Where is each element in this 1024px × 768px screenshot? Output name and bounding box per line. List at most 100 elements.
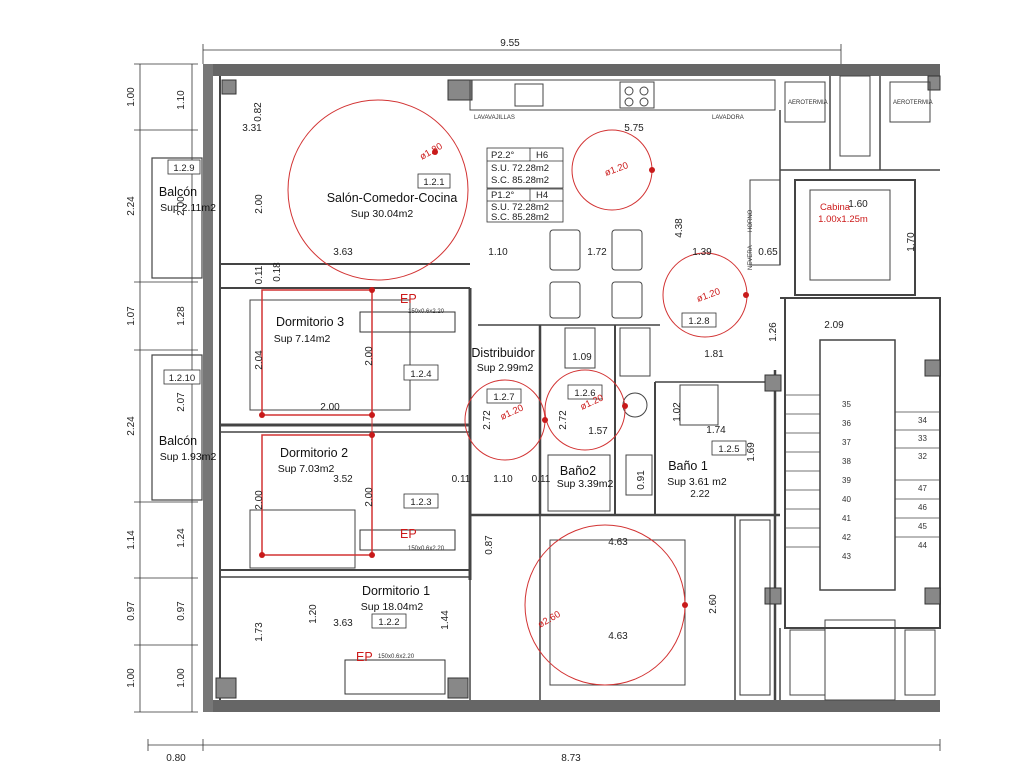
dim-left-inner-5: 0.97 (176, 601, 187, 621)
stair-43: 43 (842, 552, 851, 561)
dim-0-11: 0.11 (452, 474, 471, 485)
info-box: P2.2° H6 S.U. 72.28m2 S.C. 85.28m2 P1.2°… (486, 147, 564, 223)
stair-41: 41 (842, 514, 851, 523)
dim-139: 1.39 (692, 247, 712, 258)
stair-47: 47 (918, 484, 927, 493)
dim-209: 2.09 (824, 320, 844, 331)
stair-44: 44 (918, 541, 927, 550)
stair-35: 35 (842, 400, 851, 409)
dim-109: 1.09 (572, 352, 592, 363)
dim-200a: 2.00 (254, 194, 265, 214)
label-aerotermia-1: AEROTERMIA (788, 100, 828, 106)
room-dorm1-name: Dormitorio 1 (362, 584, 430, 598)
room-dorm2-area: Sup 7.03m2 (278, 463, 335, 475)
dim-bottom-left: 0.80 (166, 753, 186, 764)
stair-45: 45 (918, 522, 927, 531)
room-dorm3-name: Dormitorio 3 (276, 315, 344, 329)
room-dorm3-code: 1.2.4 (410, 369, 431, 380)
room-bano2-code: 1.2.6 (574, 388, 595, 399)
stair-42: 42 (842, 533, 851, 542)
dim-172: 1.72 (587, 247, 607, 258)
dim-463a: 4.63 (608, 537, 628, 548)
info-p22: P2.2° (491, 150, 515, 161)
room-dorm1-code: 1.2.2 (378, 617, 399, 628)
dim-left-outer: 1.00 2.24 1.07 2.24 1.14 0.97 1.00 (126, 87, 137, 688)
ep-label-2: EP (400, 527, 417, 541)
room-bano1-area: Sup 3.61 m2 (667, 476, 727, 488)
stair-46: 46 (918, 503, 927, 512)
stair-34: 34 (918, 416, 927, 425)
wardrobe-hatch (344, 311, 771, 696)
room-balcon2-area: Sup 1.93m2 (160, 451, 217, 463)
cabina-line1: Cabina (820, 202, 851, 213)
dim-top-width: 9.55 (500, 38, 520, 49)
cabina-line2: 1.00x1.25m (818, 214, 868, 225)
room-bano1-name: Baño 1 (668, 459, 708, 473)
red-dots (259, 149, 749, 608)
dim-left-outer-2: 1.07 (126, 306, 137, 326)
dim-091: 0.91 (636, 470, 647, 490)
info-su1: S.U. 72.28m2 (491, 163, 549, 174)
room-salon-code: 1.2.1 (423, 177, 444, 188)
stair-40: 40 (842, 495, 851, 504)
room-distribuidor-name: Distribuidor (471, 346, 534, 360)
cabina-dim-h: 1.70 (906, 232, 917, 252)
dim-200b: 2.00 (364, 346, 375, 366)
stair-39: 39 (842, 476, 851, 485)
stair-numbers: 35 36 37 38 39 40 41 42 43 34 33 32 47 4… (785, 394, 940, 561)
ep-spec-3: 150x0.6x2.20 (378, 654, 415, 660)
dim-065: 0.65 (758, 247, 778, 258)
ep-spec-2: 150x0.6x2.20 (408, 546, 445, 552)
dim-left-inner-2: 1.28 (176, 306, 187, 326)
dim-575: 5.75 (624, 123, 644, 134)
dim-352: 3.52 (333, 474, 353, 485)
info-h4: H4 (536, 190, 548, 201)
dim-left-outer-0: 1.00 (126, 87, 137, 107)
dim-0-11b: 0.11 (532, 474, 551, 485)
dim-102: 1.02 (672, 402, 683, 422)
dim-120: 1.20 (308, 604, 319, 624)
dim-331: 3.31 (242, 123, 262, 134)
info-su2: S.U. 72.28m2 (491, 202, 549, 213)
dim-left-outer-5: 0.97 (126, 601, 137, 621)
dim-011: 0.11 (254, 265, 265, 284)
info-h6: H6 (536, 150, 548, 161)
room-balcon2-name: Balcón (159, 434, 197, 448)
dim-left-inner: 1.10 2.00 1.28 2.07 1.24 0.97 1.00 (176, 90, 187, 688)
room-salon-name: Salón-Comedor-Cocina (327, 191, 458, 205)
dim-200d: 2.00 (254, 490, 265, 510)
cabina-dim-w: 1.60 (848, 199, 868, 210)
label-horno: HORNO (748, 209, 754, 232)
ep-label-1: EP (400, 292, 417, 306)
dim-169: 1.69 (746, 442, 757, 462)
dim-363: 3.63 (333, 247, 353, 258)
label-nevera: NEVERA (748, 245, 754, 270)
dim-left-outer-6: 1.00 (126, 668, 137, 688)
dim-110: 1.10 (488, 247, 508, 258)
stair-33: 33 (918, 434, 927, 443)
circle-label-1: ø1.80 (418, 141, 445, 163)
room-bano2-name: Baño2 (560, 464, 596, 478)
room-dorm2-code: 1.2.3 (410, 497, 431, 508)
dim-438: 4.38 (674, 218, 685, 238)
dim-087: 0.87 (484, 535, 495, 555)
dim-left-outer-4: 1.14 (126, 530, 137, 550)
dim-144: 1.44 (440, 610, 451, 630)
dim-left-inner-1: 2.00 (176, 196, 187, 216)
dim-260: 2.60 (708, 594, 719, 614)
interior-dims: 0.82 3.31 5.75 2.00 3.63 1.10 1.72 1.39 … (242, 102, 844, 642)
dim-126: 1.26 (768, 322, 779, 342)
dim-272b: 2.72 (558, 410, 569, 430)
dim-272a: 2.72 (482, 410, 493, 430)
dim-left-inner-0: 1.10 (176, 90, 187, 110)
info-sc1: S.C. 85.28m2 (491, 175, 549, 186)
room-dorm3-area: Sup 7.14m2 (274, 333, 331, 345)
dim-1-10: 1.10 (493, 474, 513, 485)
outer-dimensions (134, 44, 941, 751)
room-code-128: 1.2.8 (688, 316, 709, 327)
dim-left-inner-3: 2.07 (176, 392, 187, 412)
ep-label-3: EP (356, 650, 373, 664)
circle-label-2: ø1.20 (603, 160, 630, 179)
stair-37: 37 (842, 438, 851, 447)
dim-173: 1.73 (254, 622, 265, 642)
